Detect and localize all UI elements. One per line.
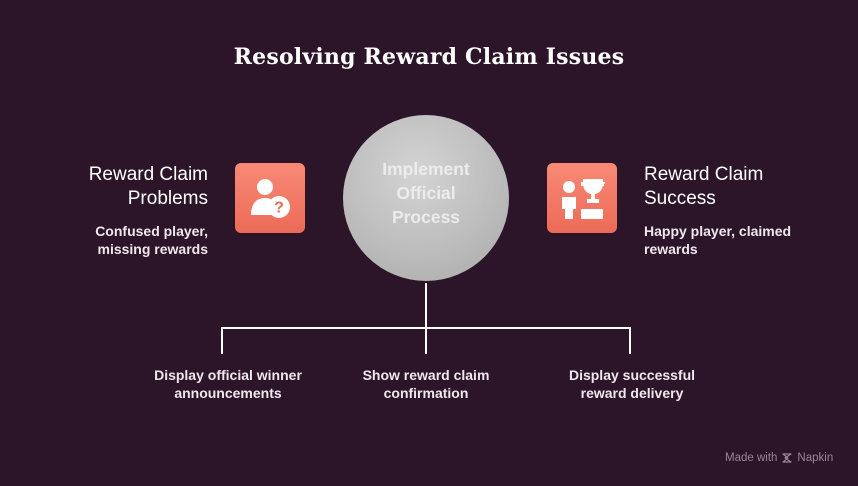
diagram-title: Resolving Reward Claim Issues: [233, 44, 625, 70]
branch-label-3: Display successful reward delivery: [568, 367, 696, 401]
center-circle: Implement Official Process: [343, 115, 509, 281]
right-title: Reward Claim Success: [644, 164, 764, 209]
napkin-brand: Napkin: [797, 452, 834, 464]
user-question-icon: ?: [235, 163, 305, 233]
made-with-text: Made with: [725, 452, 778, 464]
left-title: Reward Claim Problems: [88, 164, 208, 209]
svg-text:?: ?: [274, 200, 284, 217]
right-description: Happy player, claimed rewards: [644, 223, 792, 257]
napkin-logo-icon: [782, 453, 793, 463]
branch-label-2: Show reward claim confirmation: [362, 367, 490, 401]
center-label: Implement Official Process: [382, 159, 470, 227]
made-with-napkin: Made with Napkin: [725, 452, 833, 464]
left-description: Confused player, missing rewards: [95, 223, 208, 257]
person-trophy-icon: [547, 163, 617, 233]
branch-label-1: Display official winner announcements: [154, 367, 302, 401]
